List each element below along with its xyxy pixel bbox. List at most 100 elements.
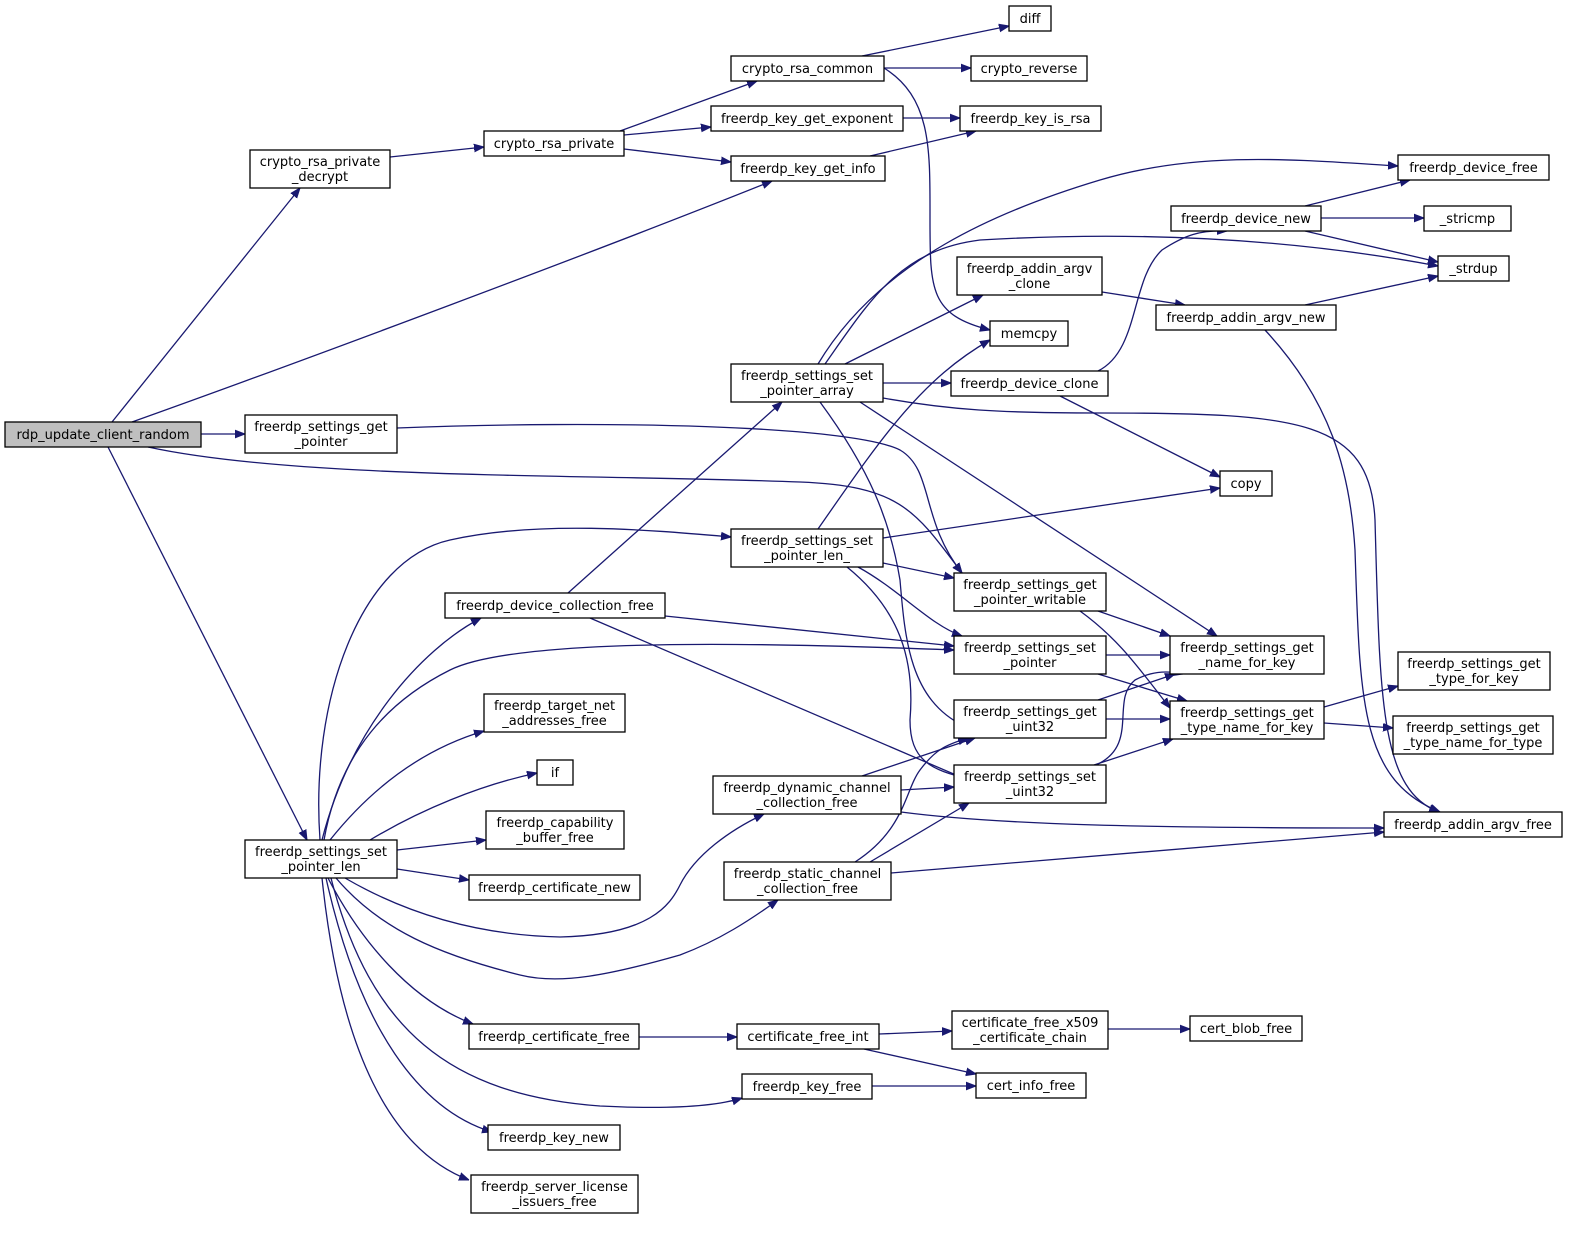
node-certificate-free-int[interactable]: certificate_free_int bbox=[736, 1023, 880, 1050]
node-label: freerdp_device_clone bbox=[961, 377, 1099, 392]
node-freerdp-settings-set-pointer-array[interactable]: freerdp_settings_set_pointer_array bbox=[730, 363, 884, 403]
edge-freerdp-device-new-to-freerdp-device-free bbox=[1304, 180, 1410, 207]
node-certificate-free-x509-certificate-chain[interactable]: certificate_free_x509_certificate_chain bbox=[951, 1010, 1109, 1050]
edge-freerdp-device-clone-to-copy bbox=[1059, 395, 1220, 477]
node-box bbox=[536, 759, 574, 786]
edge-freerdp-settings-set-pointer-array-to-freerdp-settings-get-name-for-key bbox=[859, 401, 1217, 636]
node-label: freerdp_settings_get bbox=[963, 705, 1096, 720]
edge-freerdp-static-channel-collection-free-to-freerdp-settings-set-uint32 bbox=[869, 803, 969, 863]
node-freerdp-capability-buffer-free[interactable]: freerdp_capability_buffer_free bbox=[485, 810, 625, 850]
node-freerdp-settings-set-pointer-len[interactable]: freerdp_settings_set_pointer_len bbox=[244, 839, 398, 879]
node-box bbox=[1170, 205, 1322, 232]
node-box bbox=[951, 1010, 1109, 1050]
node-freerdp-settings-get-name-for-key[interactable]: freerdp_settings_get_name_for_key bbox=[1169, 635, 1325, 675]
node-label: if bbox=[551, 766, 560, 781]
node-label: crypto_rsa_private bbox=[260, 155, 381, 170]
node-box bbox=[710, 105, 904, 132]
edge-freerdp-settings-set-uint32-to-freerdp-settings-get-type-name-for-key bbox=[1093, 739, 1173, 766]
node-label: copy bbox=[1230, 477, 1261, 492]
node-label: freerdp_settings_get bbox=[1406, 721, 1539, 736]
node-box bbox=[970, 55, 1088, 82]
node-label: freerdp_settings_get bbox=[1407, 657, 1540, 672]
edge-rdp-update-client-random-to-crypto-rsa-private-decrypt bbox=[111, 188, 300, 423]
node-freerdp-key-get-info[interactable]: freerdp_key_get_info bbox=[730, 155, 886, 182]
edge-freerdp-dynamic-channel-collection-free-to-freerdp-settings-get-uint32 bbox=[861, 738, 975, 777]
node-box bbox=[950, 370, 1109, 397]
edge-certificate-free-int-to-cert-info-free bbox=[863, 1048, 976, 1074]
node-freerdp-settings-get-pointer-writable[interactable]: freerdp_settings_get_pointer_writable bbox=[953, 572, 1107, 612]
node-label: freerdp_key_get_exponent bbox=[721, 112, 893, 127]
edge-freerdp-settings-get-type-name-for-key-to-freerdp-settings-get-type-name-for-type bbox=[1323, 722, 1393, 728]
node-copy[interactable]: copy bbox=[1219, 470, 1273, 497]
node-label: _decrypt bbox=[291, 170, 348, 185]
node-freerdp-device-new[interactable]: freerdp_device_new bbox=[1170, 205, 1322, 232]
node-label: _buffer_free bbox=[515, 831, 593, 846]
edge-freerdp-settings-get-uint32-to-freerdp-settings-get-name-for-key bbox=[1097, 674, 1175, 701]
node-freerdp-addin-argv-clone[interactable]: freerdp_addin_argv_clone bbox=[956, 256, 1103, 296]
node-cert-blob-free[interactable]: cert_blob_free bbox=[1189, 1015, 1303, 1042]
edge-freerdp-static-channel-collection-free-to-freerdp-addin-argv-free bbox=[890, 832, 1384, 874]
edge-rdp-update-client-random-to-freerdp-settings-get-pointer-writable bbox=[147, 446, 962, 573]
node-box bbox=[1219, 470, 1273, 497]
edge-freerdp-settings-set-pointer-len-to-freerdp-settings-set-pointer-len bbox=[318, 527, 731, 841]
node-freerdp-target-net-addresses-free[interactable]: freerdp_target_net_addresses_free bbox=[483, 693, 626, 733]
edge-freerdp-settings-get-type-name-for-key-to-freerdp-settings-get-type-for-key bbox=[1323, 686, 1398, 708]
node-label: freerdp_key_get_info bbox=[740, 162, 875, 177]
node-crypto-reverse[interactable]: crypto_reverse bbox=[970, 55, 1088, 82]
node-freerdp-device-clone[interactable]: freerdp_device_clone bbox=[950, 370, 1109, 397]
node-label: freerdp_settings_get bbox=[254, 420, 387, 435]
node-freerdp-certificate-free[interactable]: freerdp_certificate_free bbox=[468, 1023, 640, 1050]
node-freerdp-dynamic-channel-collection-free[interactable]: freerdp_dynamic_channel_collection_free bbox=[712, 775, 902, 815]
node-freerdp-static-channel-collection-free[interactable]: freerdp_static_channel_collection_free bbox=[723, 861, 892, 901]
node-freerdp-key-get-exponent[interactable]: freerdp_key_get_exponent bbox=[710, 105, 904, 132]
node-strdup[interactable]: _strdup bbox=[1437, 255, 1510, 282]
node-cert-info-free[interactable]: cert_info_free bbox=[975, 1072, 1087, 1099]
node-stricmp[interactable]: _stricmp bbox=[1423, 205, 1512, 232]
node-label: _addresses_free bbox=[501, 714, 606, 729]
edge-crypto-rsa-common-to-diff bbox=[861, 26, 1009, 57]
node-crypto-rsa-common[interactable]: crypto_rsa_common bbox=[730, 55, 885, 82]
node-rdp-update-client-random[interactable]: rdp_update_client_random bbox=[4, 421, 202, 448]
node-label: freerdp_settings_set bbox=[741, 534, 873, 549]
node-freerdp-certificate-new[interactable]: freerdp_certificate_new bbox=[468, 874, 641, 901]
node-box bbox=[975, 1072, 1087, 1099]
node-freerdp-settings-set-uint32[interactable]: freerdp_settings_set_uint32 bbox=[953, 764, 1107, 804]
edge-freerdp-settings-set-pointer-len-to-memcpy bbox=[817, 340, 990, 530]
node-label: _type_for_key bbox=[1428, 672, 1518, 687]
node-box bbox=[953, 572, 1107, 612]
node-box bbox=[741, 1073, 873, 1100]
node-label: freerdp_settings_get bbox=[963, 578, 1096, 593]
node-label: _collection_free bbox=[755, 796, 857, 811]
node-freerdp-key-is-rsa[interactable]: freerdp_key_is_rsa bbox=[959, 105, 1102, 132]
node-label: _type_name_for_key bbox=[1180, 721, 1314, 736]
node-freerdp-settings-set-pointer[interactable]: freerdp_settings_set_pointer bbox=[953, 635, 1107, 675]
node-diff[interactable]: diff bbox=[1008, 5, 1052, 32]
node-freerdp-key-free[interactable]: freerdp_key_free bbox=[741, 1073, 873, 1100]
node-box bbox=[1423, 205, 1512, 232]
node-freerdp-settings-get-type-name-for-key[interactable]: freerdp_settings_get_type_name_for_key bbox=[1169, 700, 1325, 740]
node-label: _pointer_writable bbox=[973, 593, 1086, 608]
node-freerdp-addin-argv-free[interactable]: freerdp_addin_argv_free bbox=[1383, 811, 1563, 838]
node-box bbox=[485, 810, 625, 850]
node-label: freerdp_settings_set bbox=[255, 845, 387, 860]
node-box bbox=[953, 635, 1107, 675]
node-freerdp-settings-get-uint32[interactable]: freerdp_settings_get_uint32 bbox=[953, 699, 1107, 739]
node-freerdp-settings-get-pointer[interactable]: freerdp_settings_get_pointer bbox=[244, 414, 398, 454]
edge-freerdp-settings-set-pointer-len-to-freerdp-capability-buffer-free bbox=[396, 840, 486, 851]
node-freerdp-settings-get-type-name-for-type[interactable]: freerdp_settings_get_type_name_for_type bbox=[1392, 715, 1554, 755]
node-freerdp-device-free[interactable]: freerdp_device_free bbox=[1397, 154, 1550, 181]
node-box bbox=[1437, 255, 1510, 282]
edge-freerdp-settings-set-pointer-len-to-freerdp-key-free bbox=[330, 877, 742, 1109]
node-freerdp-settings-set-pointer-len[interactable]: freerdp_settings_set_pointer_len_ bbox=[730, 528, 884, 568]
node-crypto-rsa-private[interactable]: crypto_rsa_private bbox=[483, 130, 625, 157]
node-freerdp-settings-get-type-for-key[interactable]: freerdp_settings_get_type_for_key bbox=[1397, 651, 1551, 691]
node-label: _pointer_array bbox=[759, 384, 854, 399]
node-label: crypto_reverse bbox=[981, 62, 1078, 77]
node-if[interactable]: if bbox=[536, 759, 574, 786]
node-freerdp-addin-argv-new[interactable]: freerdp_addin_argv_new bbox=[1155, 304, 1337, 331]
node-freerdp-server-license-issuers-free[interactable]: freerdp_server_license_issuers_free bbox=[470, 1174, 639, 1214]
node-freerdp-key-new[interactable]: freerdp_key_new bbox=[487, 1124, 621, 1151]
node-crypto-rsa-private-decrypt[interactable]: crypto_rsa_private_decrypt bbox=[249, 149, 391, 189]
node-freerdp-device-collection-free[interactable]: freerdp_device_collection_free bbox=[444, 592, 666, 619]
node-memcpy[interactable]: memcpy bbox=[989, 320, 1069, 347]
